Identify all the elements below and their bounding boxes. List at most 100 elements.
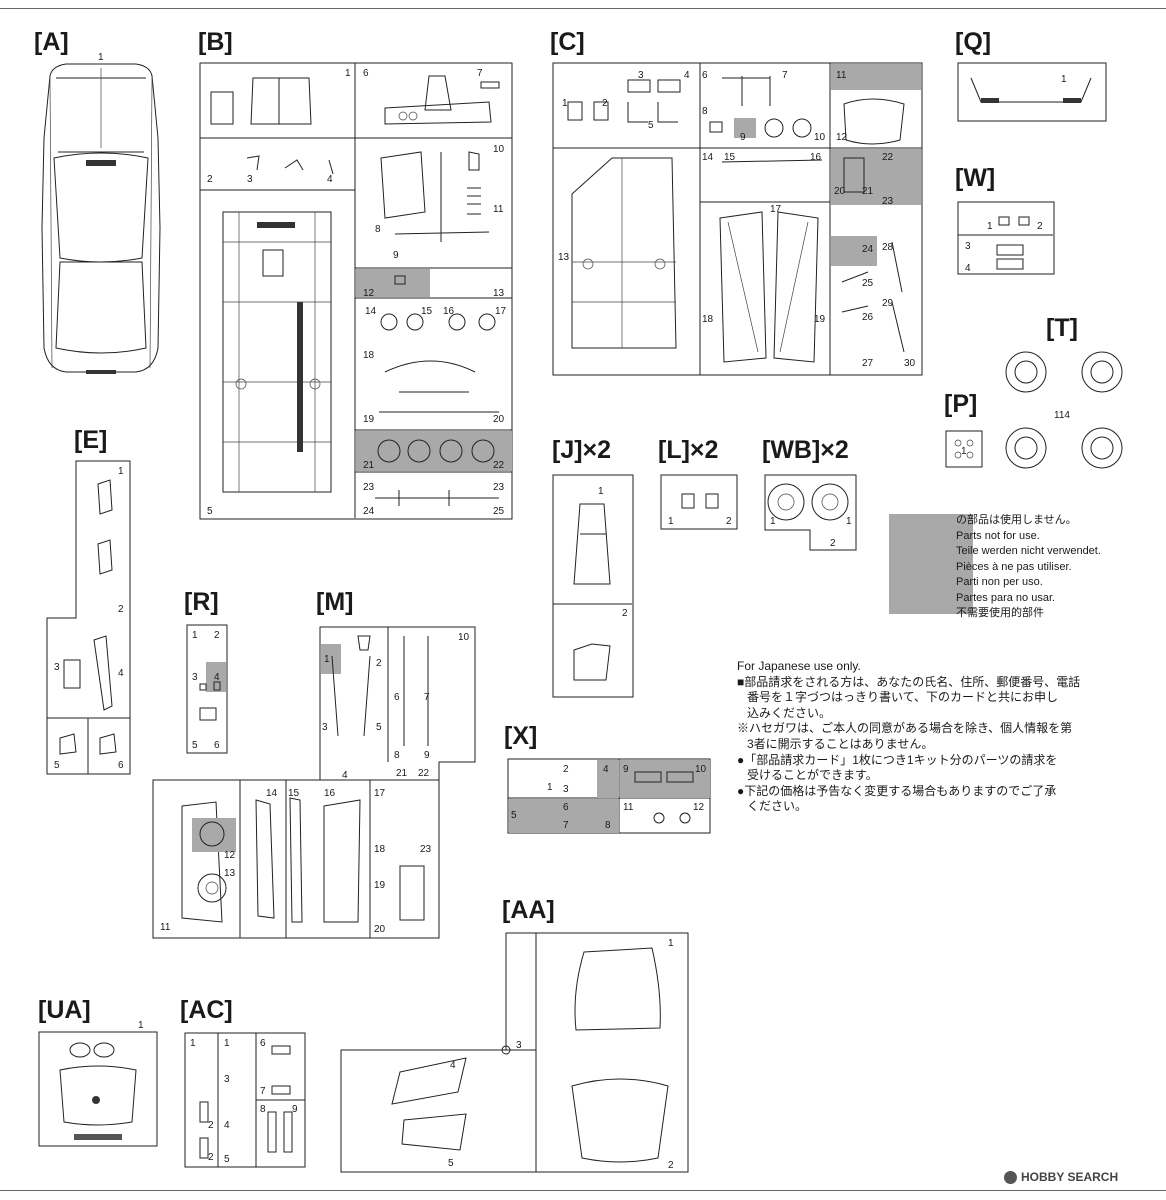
num-b-19: 19 — [363, 414, 375, 425]
note-line-6: 3者に開示することはありません。 — [737, 736, 934, 751]
num-b-17: 17 — [495, 306, 507, 317]
num-b-5: 5 — [207, 506, 213, 517]
num-m-16: 16 — [324, 788, 336, 799]
hobby-search-logo-icon — [1004, 1170, 1017, 1184]
label-ac: [AC] — [180, 996, 233, 1024]
num-m-2: 2 — [376, 658, 382, 669]
num-m-18: 18 — [374, 844, 386, 855]
num-b-6: 6 — [363, 68, 369, 79]
num-c-23: 23 — [882, 196, 894, 207]
sprue-l: 1 2 — [660, 474, 740, 532]
legend-line-en: Parts not for use. — [956, 529, 1040, 542]
num-c-24: 24 — [862, 244, 874, 255]
label-c: [C] — [550, 28, 585, 56]
num-r-6: 6 — [214, 740, 220, 751]
sprue-b: 1 2 3 4 5 6 7 8 9 10 11 12 13 14 15 16 1… — [199, 62, 514, 521]
legend-line-jp: の部品は使用しません。 — [956, 514, 1077, 526]
num-c-28: 28 — [882, 242, 894, 253]
num-m-7: 7 — [424, 692, 430, 703]
sprue-e: 1 2 3 4 5 6 — [46, 460, 132, 776]
num-ac-1a: 1 — [190, 1038, 196, 1049]
num-wb-2: 2 — [830, 538, 836, 549]
num-m-20: 20 — [374, 924, 386, 935]
num-q-1: 1 — [1061, 74, 1067, 85]
num-r-3: 3 — [192, 672, 198, 683]
num-wb-1a: 1 — [770, 516, 776, 527]
num-ac-8: 8 — [260, 1104, 266, 1115]
num-ac-1b: 1 — [224, 1038, 230, 1049]
num-aa-1: 1 — [668, 938, 674, 949]
num-c-9: 9 — [740, 132, 746, 143]
num-x-11: 11 — [623, 802, 634, 813]
sprue-ac: 1 1 2 2 3 4 5 6 7 8 9 — [184, 1032, 308, 1170]
num-c-29: 29 — [882, 298, 894, 309]
part-a-body: 1 — [36, 48, 166, 388]
note-line-4: 込みください。 — [737, 705, 832, 720]
label-r: [R] — [184, 588, 219, 616]
num-e-1: 1 — [118, 466, 124, 477]
label-w: [W] — [955, 164, 996, 192]
num-ac-3: 3 — [224, 1074, 230, 1085]
num-m-1: 1 — [324, 654, 330, 665]
num-c-11: 11 — [836, 70, 847, 81]
sprue-m: 1 2 3 4 5 6 7 8 9 10 11 12 13 14 15 16 1… — [152, 626, 476, 940]
num-ac-9: 9 — [292, 1104, 298, 1115]
num-x-8: 8 — [605, 820, 611, 831]
num-w-3: 3 — [965, 241, 971, 252]
num-b-23a: 23 — [363, 482, 375, 493]
num-c-5: 5 — [648, 120, 654, 131]
num-m-10: 10 — [458, 632, 470, 643]
num-c-20: 20 — [834, 186, 846, 197]
num-b-2: 2 — [207, 174, 213, 185]
num-m-5: 5 — [376, 722, 382, 733]
num-c-14: 14 — [702, 152, 714, 163]
num-c-30: 30 — [904, 358, 916, 369]
num-r-4: 4 — [214, 672, 220, 683]
num-x-6: 6 — [563, 802, 569, 813]
num-m-8: 8 — [394, 750, 400, 761]
legend-line-de: Teile werden nicht verwendet. — [956, 545, 1101, 557]
num-wb-1b: 1 — [846, 516, 852, 527]
num-c-10: 10 — [814, 132, 826, 143]
top-border — [0, 8, 1166, 9]
num-b-24: 24 — [363, 506, 375, 517]
sprue-x: 1 2 3 4 5 6 7 8 9 10 11 12 — [507, 758, 713, 836]
num-b-4: 4 — [327, 174, 333, 185]
num-m-3: 3 — [322, 722, 328, 733]
num-aa-4: 4 — [450, 1060, 456, 1071]
note-line-10: ください。 — [737, 799, 808, 814]
sprue-ua: 1 — [38, 1018, 160, 1148]
num-e-6: 6 — [118, 760, 124, 771]
legend-line-fr: Pièces à ne pas utiliser. — [956, 560, 1072, 573]
num-c-19: 19 — [814, 314, 826, 325]
watermark-text: HOBBY SEARCH — [1021, 1170, 1119, 1184]
num-b-18: 18 — [363, 350, 375, 361]
num-c-1: 1 — [562, 98, 568, 109]
num-b-1: 1 — [345, 68, 351, 79]
num-m-12: 12 — [224, 850, 236, 861]
note-line-1: For Japanese use only. — [737, 659, 861, 673]
label-t: [T] — [1046, 314, 1078, 342]
label-ua: [UA] — [38, 996, 91, 1024]
num-m-15: 15 — [288, 788, 300, 799]
num-m-14: 14 — [266, 788, 278, 799]
japanese-parts-request-note: For Japanese use only. ■部品請求をされる方は、あなたの氏… — [737, 659, 1137, 815]
num-c-13: 13 — [558, 252, 570, 263]
num-aa-2: 2 — [668, 1160, 674, 1171]
num-b-14: 14 — [365, 306, 377, 317]
num-ac-4: 4 — [224, 1120, 230, 1131]
num-b-3: 3 — [247, 174, 253, 185]
sprue-wb: 1 1 2 — [764, 474, 860, 554]
label-m: [M] — [316, 588, 354, 616]
num-c-26: 26 — [862, 312, 874, 323]
num-e-4: 4 — [118, 668, 124, 679]
num-x-1: 1 — [547, 782, 553, 793]
num-j-1: 1 — [598, 486, 604, 497]
num-e-5: 5 — [54, 760, 60, 771]
num-m-19: 19 — [374, 880, 386, 891]
note-line-3: 番号を１字づつはっきり書いて、下のカードと共にお申し — [737, 690, 1059, 705]
note-line-9: ●下記の価格は予告なく変更する場合もありますのでご了承 — [737, 783, 1057, 798]
num-aa-3: 3 — [516, 1040, 522, 1051]
label-x: [X] — [504, 722, 538, 750]
sprue-j: 1 2 — [552, 474, 636, 700]
